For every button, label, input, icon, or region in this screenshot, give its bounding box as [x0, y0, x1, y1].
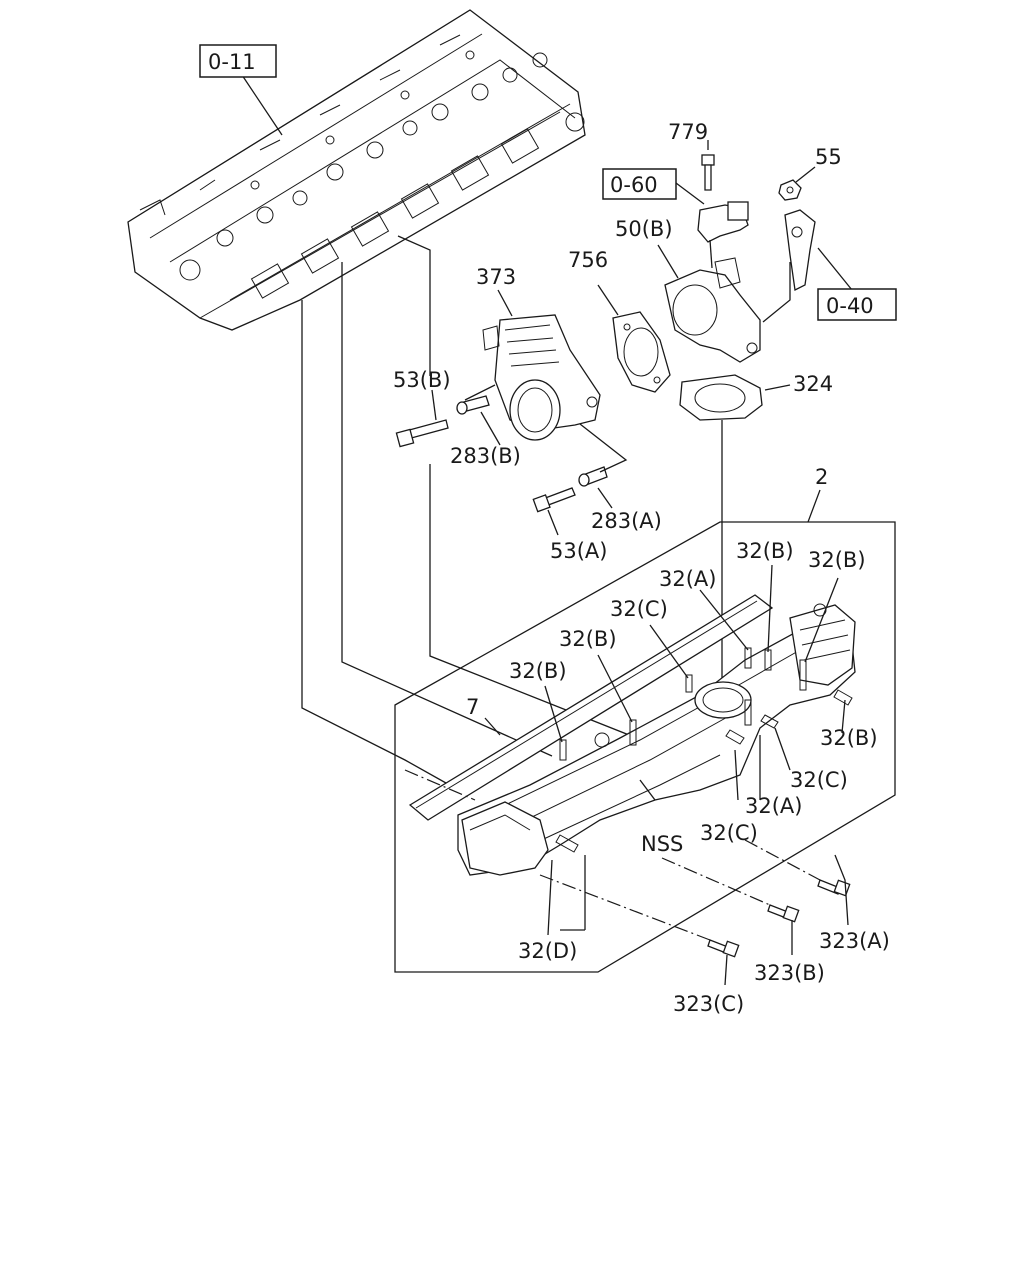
leader-line [734, 749, 739, 801]
leader-line [301, 300, 463, 793]
leader-line [699, 589, 749, 651]
bolt-53a-drawing [532, 487, 576, 513]
part-label-55: 55 [815, 145, 842, 169]
gasket-7-drawing [408, 594, 774, 821]
leader-line [657, 244, 679, 279]
assembly-2-frame [394, 521, 896, 973]
part-label-32b: 32(B) [559, 627, 617, 651]
ref-label-0-60: 0-60 [610, 173, 658, 197]
leader-line [597, 487, 613, 509]
leader-line [661, 857, 771, 906]
gasket-756-drawing [612, 311, 671, 393]
part-label-53a: 53(A) [550, 539, 607, 563]
part-label-779: 779 [668, 120, 708, 144]
leader-line [539, 874, 711, 941]
leader-line [404, 769, 476, 801]
part-label-32c: 32(C) [610, 597, 668, 621]
part-label-nss: NSS [641, 832, 683, 856]
bolt-323b-drawing [767, 904, 800, 923]
bracket-0-40-drawing [784, 209, 816, 291]
leader-line [709, 239, 713, 269]
cylinder-head-drawing [127, 9, 586, 331]
part-label-32b: 32(B) [820, 726, 878, 750]
leader-line [431, 389, 437, 421]
leader-line [795, 166, 816, 183]
part-label-32b: 32(B) [808, 548, 866, 572]
ref-box-0-11 [199, 44, 277, 78]
leader-line [544, 685, 563, 743]
intake-elbow-50b-drawing [664, 257, 761, 363]
leader-line [397, 235, 431, 376]
sleeve-283a-drawing [578, 466, 608, 487]
part-label-283b: 283(B) [450, 444, 521, 468]
part-label-323c: 323(C) [673, 992, 744, 1016]
part-label-32b: 32(B) [736, 539, 794, 563]
ref-label-0-40: 0-40 [826, 294, 874, 318]
leader-line [807, 489, 821, 523]
leader-line [547, 855, 586, 936]
studs-32-drawing [555, 647, 853, 853]
part-label-32c: 32(C) [790, 768, 848, 792]
bolt-779-drawing [701, 154, 715, 191]
leader-line [764, 384, 791, 391]
leader-line [639, 779, 656, 801]
leader-line [341, 262, 553, 757]
leader-line [804, 577, 839, 663]
part-label-323b: 323(B) [754, 961, 825, 985]
leader-line [744, 839, 821, 881]
part-label-32a: 32(A) [659, 567, 716, 591]
leader-line [497, 289, 513, 317]
leader-line [649, 624, 689, 679]
nut-55-drawing [778, 179, 802, 201]
bolt-53b-drawing [395, 419, 449, 448]
leader-line [241, 74, 283, 136]
part-label-32a: 32(A) [745, 794, 802, 818]
bolt-323c-drawing [707, 939, 740, 958]
leader-line [429, 464, 683, 757]
leader-line [579, 423, 628, 473]
part-label-283a: 283(A) [591, 509, 662, 533]
leader-line [597, 284, 619, 316]
leader-line [762, 262, 791, 323]
part-label-32b: 32(B) [509, 659, 567, 683]
leader-line [774, 727, 791, 771]
ref-label-0-11: 0-11 [208, 50, 256, 74]
ref-box-0-60 [602, 168, 677, 200]
leader-line [817, 247, 853, 291]
part-label-50b: 50(B) [615, 217, 673, 241]
sensor-0-60-drawing [697, 201, 749, 243]
leader-line [767, 564, 773, 653]
leader-line [480, 411, 501, 446]
sleeve-283b-drawing [456, 395, 490, 415]
part-label-2: 2 [815, 465, 828, 489]
part-label-32d: 32(D) [518, 939, 577, 963]
part-label-32c: 32(C) [700, 821, 758, 845]
part-label-373: 373 [476, 265, 516, 289]
leader-line [597, 654, 633, 723]
part-label-7: 7 [466, 695, 479, 719]
part-label-756: 756 [568, 248, 608, 272]
part-label-53b: 53(B) [393, 368, 451, 392]
part-label-324: 324 [793, 372, 833, 396]
leader-line [547, 509, 559, 536]
leader-line [464, 384, 496, 401]
leader-line [724, 954, 728, 986]
leader-line [675, 182, 705, 205]
leader-line [484, 717, 501, 736]
leader-line [841, 699, 846, 734]
throttle-body-drawing [482, 314, 601, 441]
part-label-323a: 323(A) [819, 929, 890, 953]
leader-line [834, 854, 849, 926]
gasket-324-drawing [679, 374, 763, 421]
ref-box-0-40 [817, 288, 897, 321]
